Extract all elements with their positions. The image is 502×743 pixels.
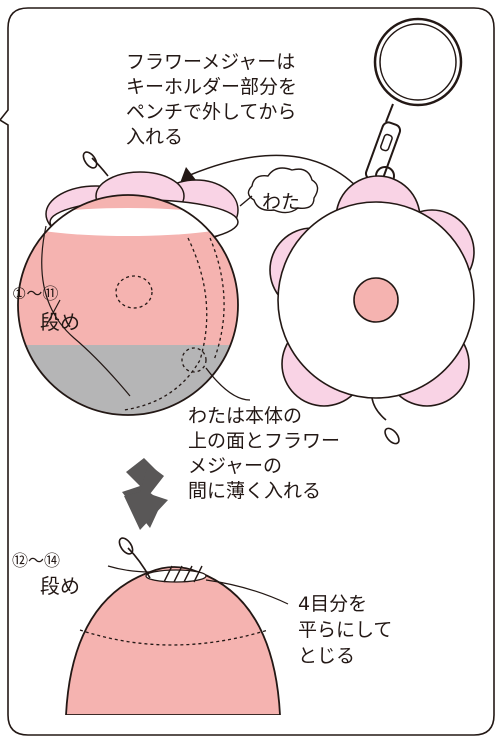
crochet-ball-bottom (60, 537, 289, 723)
keyholder-icon (364, 17, 463, 186)
flower-measure (269, 175, 475, 445)
note-line: フラワーメジャーは (126, 51, 296, 73)
wata-leader (205, 367, 251, 401)
rows-range-label-bottom: ⑫～⑭ (12, 551, 61, 570)
hanging-ring-icon (82, 151, 109, 177)
move-arrow (189, 154, 359, 189)
note-line: 入れる (126, 126, 184, 148)
rows-unit-label: 段め (40, 310, 80, 334)
note-line: 間に薄く入れる (188, 480, 322, 502)
closing-note: 4目分を 平らにして とじる (298, 591, 392, 669)
seam-dotted-lines (115, 237, 225, 411)
note-line: メジャーの (188, 455, 283, 477)
callout-frame (0, 7, 495, 736)
note-line: 4目分を (298, 593, 368, 615)
wata-label: わた (262, 191, 301, 213)
rows-leader (41, 225, 131, 397)
note-line: わたは本体の (188, 405, 303, 427)
wata-placement-note: わたは本体の 上の面とフラワー メジャーの 間に薄く入れる (188, 404, 340, 504)
note-line: 上の面とフラワー (188, 430, 341, 452)
rows-range-label: ①～⑪ (12, 284, 59, 303)
note-line: ペンチで外してから (126, 101, 297, 123)
note-line: キーホルダー部分を (126, 76, 298, 98)
note-line: 平らにして (298, 619, 393, 641)
flower-removal-note: フラワーメジャーは キーホルダー部分を ペンチで外してから 入れる (126, 50, 297, 150)
wata-cloud-icon (247, 167, 319, 214)
rows-unit-label-bottom: 段め (40, 574, 80, 598)
note-line: とじる (298, 645, 356, 667)
down-arrow-icon-shape (124, 464, 168, 530)
